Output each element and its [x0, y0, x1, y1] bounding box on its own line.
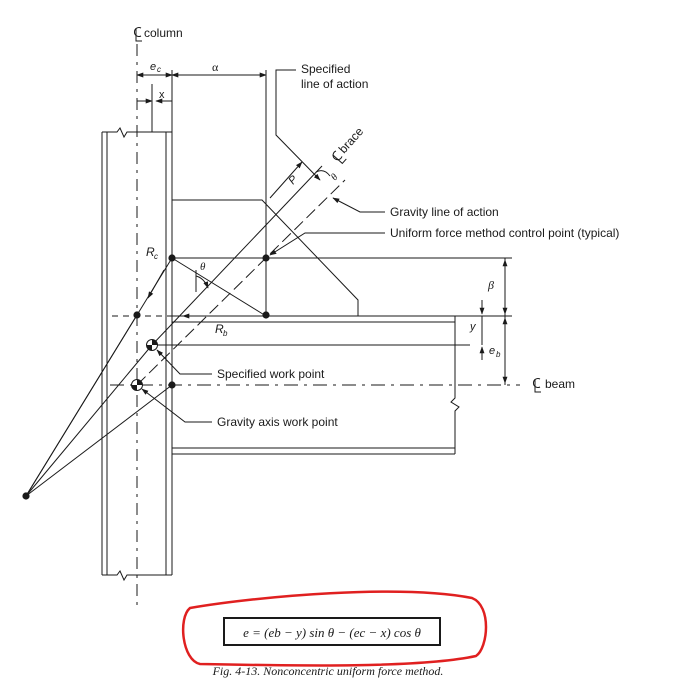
gravity-line-of-action — [136, 179, 346, 386]
Rc-label: R — [146, 245, 155, 259]
specified-wp-leader — [156, 349, 212, 375]
beam-centerline-symbol — [533, 378, 541, 393]
brace-centerline-symbol — [332, 150, 347, 165]
x-label: x — [159, 89, 165, 101]
specified-work-point-callout: Specified work point — [217, 367, 325, 381]
specified-line-of-action — [151, 165, 323, 346]
line-to-specified-wp — [25, 344, 153, 497]
rc-to-rb-line — [171, 257, 267, 317]
ec-label: e — [150, 61, 156, 73]
specified-line-callout-2: line of action — [301, 77, 368, 91]
brace-theta-label: θ — [329, 172, 341, 183]
force-P-arrow — [269, 161, 303, 199]
column-centerline-symbol — [134, 27, 142, 42]
ec-subscript: c — [157, 65, 161, 74]
column-break-bottom — [102, 570, 172, 582]
column — [101, 127, 173, 582]
gravity-work-point-callout: Gravity axis work point — [217, 415, 338, 429]
Rb-subscript: b — [223, 329, 228, 338]
control-point-leader — [269, 232, 385, 256]
column-break-top — [102, 127, 172, 139]
Rb-label: R — [215, 322, 224, 336]
line-to-column-wp — [25, 314, 138, 497]
formula-box — [223, 617, 441, 646]
beta-label: β — [487, 278, 494, 292]
beam-centerline-label: beam — [545, 377, 575, 391]
formula-highlight-ellipse — [182, 590, 488, 667]
formula-text: e = (eb − y) sin θ − (ec − x) cos θ — [243, 625, 421, 640]
Rc-force-arrow — [147, 269, 165, 299]
figure-caption: Fig. 4-13. Nonconcentric uniform force m… — [212, 664, 444, 678]
eb-label: e — [489, 345, 495, 357]
theta-arc — [195, 275, 209, 289]
gravity-line-leader — [332, 197, 385, 213]
alpha-label: α — [212, 60, 219, 74]
line-to-gravity-wp — [25, 384, 173, 497]
gravity-wp-leader — [141, 388, 212, 423]
Rc-subscript: c — [154, 252, 158, 261]
beam-break — [450, 316, 460, 454]
gravity-axis-work-point-symbol — [131, 379, 143, 391]
eb-subscript: b — [496, 350, 501, 359]
y-label: y — [469, 321, 477, 333]
theta-label: θ — [200, 261, 206, 273]
control-point-beam-cl — [168, 381, 176, 389]
force-P-label: P — [286, 173, 300, 187]
control-point-rc — [168, 254, 176, 262]
control-point-beam — [262, 311, 270, 319]
specified-work-point-symbol — [146, 339, 158, 351]
control-point-column — [133, 311, 141, 319]
brace-angle-arc — [315, 170, 331, 177]
specified-line-callout-1: Specified — [301, 62, 350, 76]
beam — [172, 315, 460, 455]
gravity-line-callout: Gravity line of action — [390, 205, 499, 219]
gusset-plate — [172, 199, 359, 316]
brace-centerline-label: brace — [336, 124, 367, 156]
column-centerline-label: column — [144, 26, 183, 40]
specified-line-leader — [275, 69, 321, 181]
remote-point — [22, 492, 30, 500]
control-point-callout: Uniform force method control point (typi… — [390, 226, 619, 240]
